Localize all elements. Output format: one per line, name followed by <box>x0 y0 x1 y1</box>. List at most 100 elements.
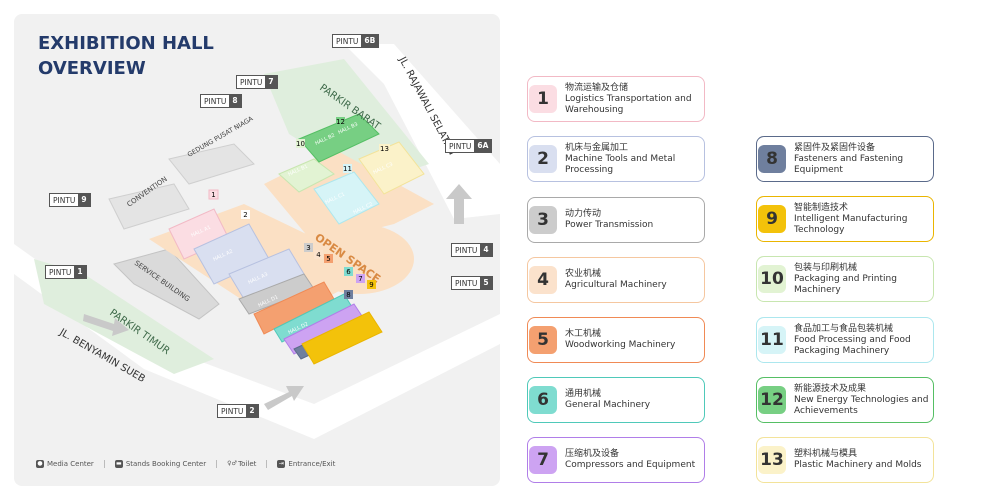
hall-number: 3 <box>306 244 310 252</box>
hall-number-markers: 1 2 3 4 5 6 7 8 9 10 11 12 13 <box>208 117 390 299</box>
hall-number: 11 <box>343 165 352 173</box>
category-name-en: Power Transmission <box>565 220 654 230</box>
gate-label: PINTU <box>204 96 227 106</box>
category-number-badge: 1 <box>529 85 557 113</box>
legend-stands-booking: ▬Stands Booking Center <box>114 460 206 468</box>
gate-number: 6A <box>474 140 492 152</box>
category-name-zh: 木工机械 <box>565 329 602 339</box>
category-name-zh: 包装与印刷机械 <box>794 262 858 273</box>
category-name-zh: 通用机械 <box>565 389 602 399</box>
gate-label: PINTU <box>49 267 72 277</box>
gate-label: PINTU <box>455 278 478 288</box>
legend-divider <box>216 460 218 468</box>
title-line-1: EXHIBITION HALL <box>38 33 214 54</box>
map-title: EXHIBITION HALL OVERVIEW <box>38 31 214 81</box>
category-number-badge: 4 <box>529 266 557 294</box>
gate-number: 8 <box>229 95 241 107</box>
hall-number: 5 <box>326 255 330 263</box>
hall-number: 10 <box>296 140 305 148</box>
hall-9 <box>301 311 383 365</box>
category-name-en: Machine Tools and Metal Processing <box>565 153 676 175</box>
legend-toilet: ♀♂Toilet <box>227 460 256 468</box>
gate-number: 5 <box>480 277 492 289</box>
entrance-arrow-icon <box>83 314 129 336</box>
category-name-en: Fasteners and Fastening Equipment <box>794 153 904 175</box>
legend-label: Toilet <box>238 460 257 468</box>
hall-number: 4 <box>316 251 321 259</box>
category-number-badge: 11 <box>758 326 786 354</box>
hall-number: 9 <box>369 281 373 289</box>
open-space-area <box>304 224 414 294</box>
hall-number: 13 <box>380 145 389 153</box>
category-number-badge: 6 <box>529 386 557 414</box>
map-drawing: PARKIR BARAT PARKIR TIMUR JL. RAJAWALI S… <box>14 44 500 439</box>
road-benyamin <box>14 244 500 439</box>
category-number-badge: 8 <box>758 145 786 173</box>
exhibition-map: PARKIR BARAT PARKIR TIMUR JL. RAJAWALI S… <box>14 14 500 486</box>
parkir-timur-area <box>34 259 214 374</box>
category-number-badge: 3 <box>529 206 557 234</box>
legend-entrance-exit: ⇥Entrance/Exit <box>277 460 335 468</box>
gate-label: PINTU <box>336 36 359 46</box>
gate-number: 2 <box>246 405 258 417</box>
media-center-icon: ● <box>36 460 44 468</box>
category-number-badge: 7 <box>529 446 557 474</box>
category-name-zh: 塑料机械与模具 <box>794 449 858 459</box>
category-name-en: Logistics Transportation and Warehousing <box>565 93 692 115</box>
legend-divider <box>266 460 268 468</box>
gate-label: PINTU <box>53 195 76 205</box>
category-number-badge: 10 <box>758 265 786 293</box>
category-name-en: Woodworking Machinery <box>565 340 676 350</box>
category-name-zh: 物流运输及仓储 <box>565 82 629 93</box>
entrance-exit-icon: ⇥ <box>277 460 286 468</box>
gate-label: PINTU <box>240 77 263 87</box>
hall-11 <box>313 171 380 225</box>
gate-number: 6B <box>361 35 379 47</box>
category-name-zh: 紧固件及紧固件设备 <box>794 142 876 153</box>
hall-number: 2 <box>243 211 247 219</box>
hall-number: 6 <box>346 268 351 276</box>
hall-number: 1 <box>211 191 215 199</box>
toilet-icon: ♀♂ <box>227 460 237 467</box>
gate-label: PINTU <box>455 245 478 255</box>
category-number-badge: 13 <box>758 446 786 474</box>
category-name-en: Packaging and Printing Machinery <box>794 273 897 295</box>
map-legend: ●Media Center ▬Stands Booking Center ♀♂T… <box>36 460 335 468</box>
category-name-en: Food Processing and Food Packaging Machi… <box>794 334 911 356</box>
category-name-zh: 食品加工与食品包装机械 <box>794 323 894 334</box>
gate-label: PINTU <box>449 141 472 151</box>
gate-number: 7 <box>265 76 277 88</box>
gate-number: 1 <box>74 266 86 278</box>
category-name-en: Compressors and Equipment <box>565 460 696 470</box>
gate-number: 4 <box>480 244 492 256</box>
legend-media-center: ●Media Center <box>36 460 94 468</box>
entrance-arrow-icon <box>446 184 472 224</box>
